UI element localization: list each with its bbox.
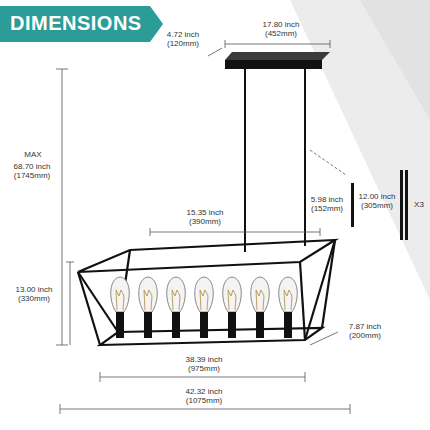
dimension-label: X3: [411, 200, 427, 209]
rod-piece: [400, 170, 403, 240]
bulb: [111, 277, 129, 312]
dimension-label: MAX: [8, 150, 58, 159]
rod-piece: [405, 170, 408, 240]
title-text: DIMENSIONS: [10, 12, 142, 35]
dimension-label: 15.35 inch (390mm): [180, 208, 230, 226]
title-banner: [0, 6, 163, 42]
dimension-label: 5.98 inch (152mm): [306, 195, 348, 213]
dimension-label: 17.80 inch (452mm): [255, 20, 307, 38]
dimension-label: 7.87 inch (200mm): [342, 322, 388, 340]
canopy: [225, 60, 322, 69]
filament: [172, 290, 180, 310]
filament: [144, 290, 152, 310]
bulb: [251, 277, 269, 312]
dimension-label: 13.00 inch (330mm): [8, 285, 60, 303]
cage-frame: [78, 240, 335, 345]
socket: [256, 312, 264, 338]
dimension-label: 38.39 inch (975mm): [178, 355, 230, 373]
filament: [256, 290, 264, 310]
filament: [116, 290, 124, 310]
rod: [244, 69, 246, 252]
filament: [228, 290, 236, 310]
bulbs: [111, 277, 297, 338]
filament: [200, 290, 208, 310]
bulb: [279, 277, 297, 312]
dimension-label: 4.72 inch (120mm): [160, 30, 206, 48]
socket: [116, 312, 124, 338]
rod: [304, 69, 306, 246]
filament: [284, 290, 292, 310]
canopy-top: [225, 52, 330, 60]
background-band: [360, 0, 430, 120]
socket: [144, 312, 152, 338]
dimension-label: 68.70 inch (1745mm): [6, 162, 58, 180]
bulb: [167, 277, 185, 312]
socket: [228, 312, 236, 338]
socket: [172, 312, 180, 338]
bulb: [195, 277, 213, 312]
socket: [284, 312, 292, 338]
bulb: [223, 277, 241, 312]
dimension-label: 12.00 inch (305mm): [357, 192, 397, 210]
dimension-lines: [56, 40, 350, 414]
bulb: [139, 277, 157, 312]
socket: [200, 312, 208, 338]
dimension-label: 42.32 inch (1075mm): [176, 387, 232, 405]
rod-piece: [351, 183, 354, 227]
